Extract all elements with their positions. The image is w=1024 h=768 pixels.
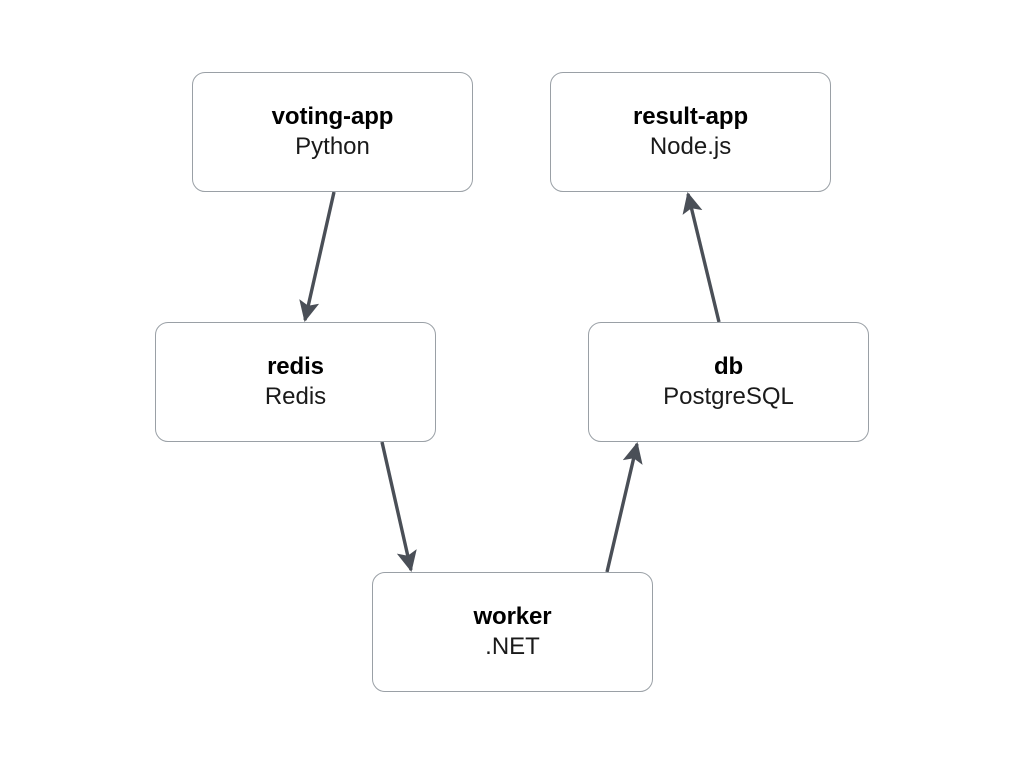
node-db[interactable]: db PostgreSQL [588,322,869,442]
edge-redis-to-worker [380,441,417,572]
node-subtitle: Redis [264,383,327,410]
node-subtitle: .NET [485,633,540,660]
node-subtitle: PostgreSQL [663,383,794,410]
node-worker[interactable]: worker .NET [372,572,653,692]
node-title: redis [267,352,324,380]
edge-voting-app-to-redis [299,191,336,322]
node-title: db [713,352,744,380]
node-subtitle: Node.js [649,133,732,160]
edge-db-to-result-app [682,192,721,323]
node-title: worker [473,602,552,630]
node-title: voting-app [271,102,394,130]
node-title: result-app [632,102,749,130]
node-result-app[interactable]: result-app Node.js [550,72,831,192]
edge-worker-to-db [605,442,643,573]
node-subtitle: Python [295,133,370,160]
node-redis[interactable]: redis Redis [155,322,436,442]
node-voting-app[interactable]: voting-app Python [192,72,473,192]
